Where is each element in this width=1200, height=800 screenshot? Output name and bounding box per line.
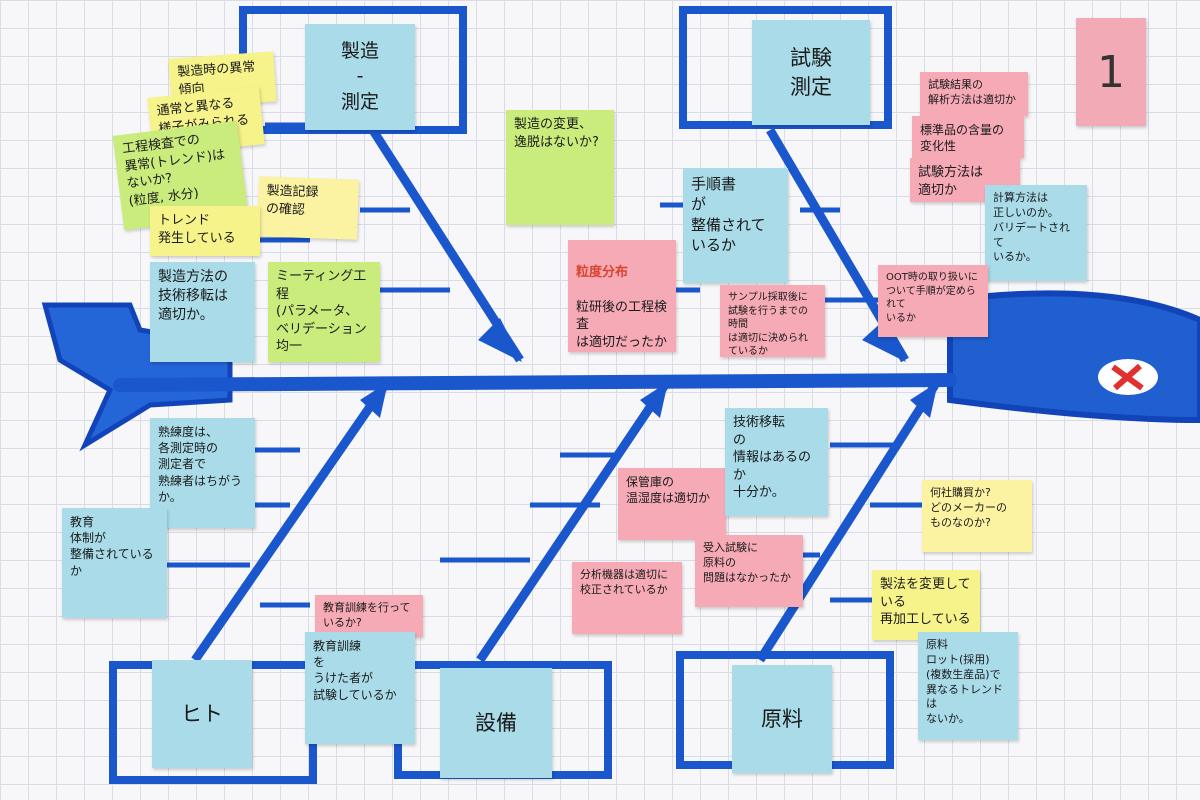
note-particle-size-head: 粒度分布 xyxy=(576,264,629,280)
note-manufacturing-record: 製造記録 の確認 xyxy=(256,176,360,240)
note-sampling-time: サンプル採取後に 試験を行うまでの時間 は適切に決められているか xyxy=(720,285,825,357)
category-manufacturing: 製造 - 測定 xyxy=(305,24,415,130)
note-education-training: 教育訓練を行って いるか? xyxy=(315,595,423,637)
note-particle-size-body: 粒研後の工程検査 は適切だったか xyxy=(576,299,668,350)
note-acceptance-test: 受入試験に 原料の 問題はなかったか xyxy=(695,535,803,607)
note-particle-size: 粒度分布 粒研後の工程検査 は適切だったか xyxy=(568,240,676,352)
category-testing: 試験 測定 xyxy=(752,20,870,125)
note-calculation-method: 計算方法は 正しいのか。 バリデートされて いるか。 xyxy=(985,185,1087,281)
note-oot-handling: OOT時の取り扱いに ついて手順が定められて いるか xyxy=(878,265,988,337)
note-education-system: 教育 体制が 整備されているか xyxy=(62,508,167,618)
note-meeting-process: ミーティング工程 (パラメータ、 ベリデーション 均一 xyxy=(268,262,380,362)
category-equipment: 設備 xyxy=(440,668,552,778)
note-supplier-count: 何社購買か? どのメーカーの ものなのか? xyxy=(922,480,1032,552)
note-procedure-manual: 手順書 が 整備されているか xyxy=(683,168,788,283)
note-storage-temperature: 保管庫の 温湿度は適切か xyxy=(618,468,726,540)
note-instrument-calibration: 分析機器は適切に 校正されているか xyxy=(572,562,682,634)
note-trained-person: 教育訓練 を うけた者が 試験しているか xyxy=(305,632,415,744)
fish-spine xyxy=(113,373,957,392)
note-process-change: 製法を変更している 再加工している xyxy=(872,570,980,640)
fish-eye-icon xyxy=(1098,359,1158,395)
category-materials: 原料 xyxy=(732,665,832,773)
category-people: ヒト xyxy=(152,660,252,768)
note-tech-transfer-info: 技術移転 の 情報はあるのか 十分か。 xyxy=(725,408,828,516)
note-trend-occurring: トレンド 発生している xyxy=(150,206,260,256)
note-analysis-method: 試験結果の 解析方法は適切か xyxy=(920,72,1028,116)
note-standard-content: 標準品の含量の 変化性 xyxy=(912,116,1024,158)
page-number-note: 1 xyxy=(1076,18,1146,126)
note-change-deviation: 製造の変更、 逸脱はないか? xyxy=(506,110,614,225)
note-tech-transfer-method: 製造方法の 技術移転は 適切か。 xyxy=(150,262,255,362)
note-raw-material-lot: 原料 ロット(採用) (複数生産品)で 異なるトレンドは ないか。 xyxy=(918,632,1018,740)
note-skill-level: 熟練度は、 各測定時の 測定者で 熟練者はちがうか。 xyxy=(150,418,255,528)
